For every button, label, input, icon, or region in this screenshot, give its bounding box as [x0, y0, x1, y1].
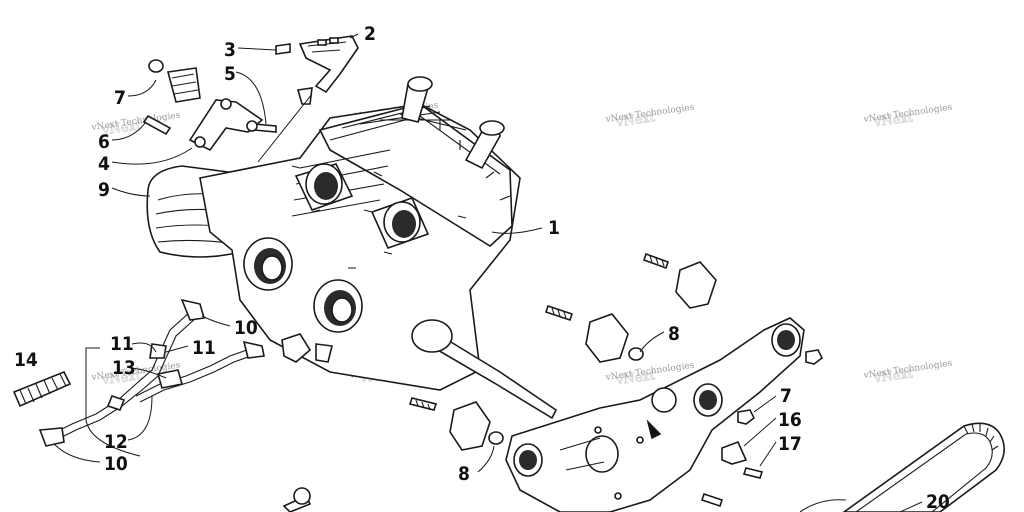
callout-8: 8 — [668, 323, 680, 345]
svg-text:vNext: vNext — [872, 110, 914, 131]
bolt — [642, 252, 670, 270]
engine-mount-plate — [505, 317, 805, 512]
engine-assembly — [146, 76, 558, 420]
callout-9: 9 — [98, 179, 110, 201]
svg-text:vNext: vNext — [872, 366, 914, 387]
callout-4: 4 — [98, 153, 110, 175]
callout-6: 6 — [98, 131, 110, 153]
hose-clamp — [106, 395, 126, 411]
rubber-mount — [513, 443, 543, 477]
callout-8: 8 — [458, 463, 470, 485]
callout-20: 20 — [926, 491, 950, 512]
clip-bracket — [721, 440, 748, 465]
callout-7: 7 — [780, 385, 792, 407]
hose-clamp — [180, 298, 206, 321]
callout-11: 11 — [192, 337, 216, 359]
callout-2: 2 — [364, 23, 376, 45]
callout-17: 17 — [778, 433, 802, 455]
rope-clip — [275, 43, 291, 55]
hex-nut — [805, 349, 824, 365]
callout-11: 11 — [110, 333, 134, 355]
lock-nut — [148, 59, 164, 73]
callout-5: 5 — [224, 63, 236, 85]
callout-12: 12 — [104, 431, 128, 453]
bolt — [742, 467, 764, 479]
exhaust-port — [313, 279, 363, 333]
callout-14: 14 — [14, 349, 38, 371]
leader-lines — [53, 33, 923, 512]
rubber-mount — [771, 323, 801, 357]
intake-port — [294, 163, 354, 211]
callout-10: 10 — [104, 453, 128, 475]
svg-text:vNext: vNext — [614, 110, 656, 131]
exhaust-port — [243, 237, 293, 291]
damper — [166, 67, 201, 103]
callout-1: 1 — [548, 217, 560, 239]
t-fitting — [156, 369, 184, 389]
svg-text:vNext: vNext — [614, 368, 656, 389]
damper-plate — [449, 401, 491, 451]
svg-text:vNext: vNext — [100, 368, 142, 389]
starter-handle — [275, 35, 359, 105]
callout-13: 13 — [112, 357, 136, 379]
connector — [281, 333, 312, 363]
fitting — [315, 343, 333, 363]
damper-plate — [585, 313, 629, 363]
hose-clamp — [242, 340, 265, 359]
hex-nut — [737, 409, 756, 425]
callout-labels: 1 2 3 4 5 6 7 7 8 8 9 10 10 11 11 12 13 … — [14, 23, 950, 512]
damper-plate — [675, 261, 717, 309]
fastener-group — [282, 252, 824, 512]
fitting — [38, 427, 65, 447]
cap-screw — [142, 114, 172, 136]
callout-7: 7 — [114, 87, 126, 109]
washer — [628, 347, 644, 361]
callout-3: 3 — [224, 39, 236, 61]
intake-port — [370, 197, 430, 249]
rubber-mount — [693, 383, 723, 417]
drive-belt — [799, 422, 1005, 512]
spring — [12, 370, 72, 408]
washer — [488, 431, 504, 445]
callout-10: 10 — [234, 317, 258, 339]
bolt — [700, 492, 724, 508]
fuel-hose-group — [38, 298, 333, 447]
cylinder-head — [318, 103, 513, 247]
svg-text:vNext: vNext — [100, 118, 142, 139]
stud-bolts — [291, 120, 511, 269]
callout-16: 16 — [778, 409, 802, 431]
mount-bracket-group — [142, 59, 277, 152]
hose-clamp — [149, 343, 167, 359]
